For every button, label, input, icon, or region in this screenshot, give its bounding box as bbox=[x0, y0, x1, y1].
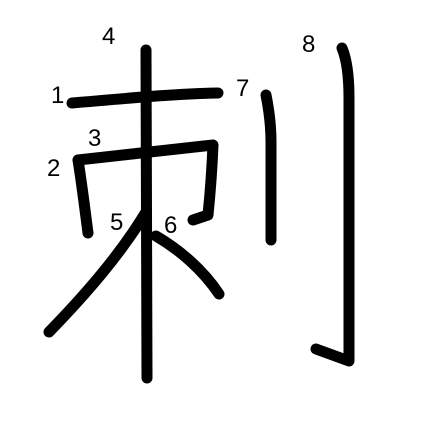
stroke-5 bbox=[43, 206, 152, 338]
stroke-number-4: 4 bbox=[102, 23, 115, 50]
stroke-number-6: 6 bbox=[164, 212, 177, 239]
stroke-6 bbox=[150, 230, 225, 300]
stroke-number-2: 2 bbox=[47, 155, 60, 182]
stroke-7 bbox=[260, 89, 277, 246]
stroke-3 bbox=[72, 139, 219, 226]
stroke-number-5: 5 bbox=[110, 209, 123, 236]
stroke-number-1: 1 bbox=[51, 82, 64, 109]
stroke-number-7: 7 bbox=[236, 75, 249, 102]
stroke-number-8: 8 bbox=[302, 31, 315, 58]
stroke-number-3: 3 bbox=[88, 125, 101, 152]
stroke-2 bbox=[72, 154, 94, 239]
stroke-8 bbox=[310, 42, 355, 367]
